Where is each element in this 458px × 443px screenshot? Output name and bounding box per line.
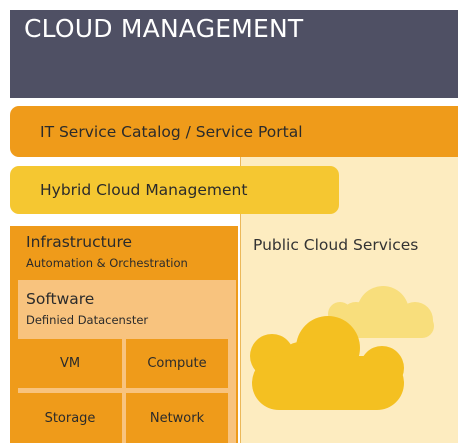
service-catalog-bar: IT Service Catalog / Service Portal [10,106,458,157]
software-title: Software [26,290,95,308]
network-label: Network [149,410,205,426]
infrastructure-subtitle: Automation & Orchestration [26,256,188,270]
software-subtitle: Definied Datacenster [26,313,149,327]
hybrid-cloud-label: Hybrid Cloud Management [40,181,248,199]
compute-cell: Compute [126,339,228,388]
compute-label: Compute [147,356,207,371]
service-catalog-label: IT Service Catalog / Service Portal [40,122,303,141]
storage-label: Storage [44,410,96,426]
vm-label: VM [59,356,81,371]
hybrid-cloud-bar: Hybrid Cloud Management [10,166,339,214]
vm-cell: VM [18,339,122,388]
public-cloud-label: Public Cloud Services [253,236,419,254]
infrastructure-title: Infrastructure [26,233,133,251]
network-cell: Network [126,393,228,443]
header-banner [10,10,458,98]
page-title: CLOUD MANAGEMENT [24,14,304,43]
cloud-icon [250,286,434,410]
storage-cell: Storage [18,393,122,443]
front-cloud-icon [250,316,404,410]
